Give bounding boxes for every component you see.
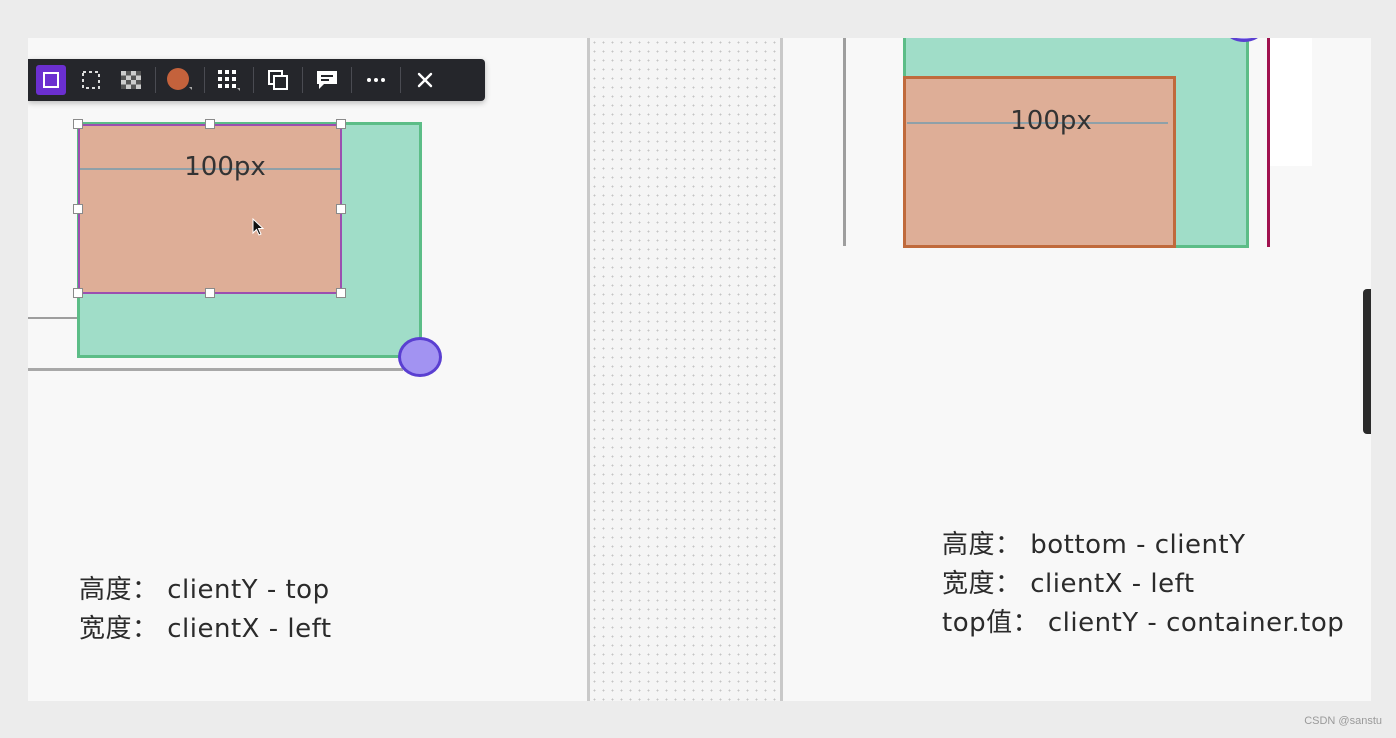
selection-handle-ml[interactable]: [73, 204, 83, 214]
formula-height-right: 高度： bottom - clientY: [942, 530, 1246, 560]
resize-drag-handle[interactable]: [398, 337, 442, 377]
selection-handle-tm[interactable]: [205, 119, 215, 129]
fill-color-icon[interactable]: [160, 59, 200, 101]
rectangle-select-icon[interactable]: [36, 65, 66, 95]
formula-width-right: 宽度： clientX - left: [942, 569, 1195, 599]
grid-icon[interactable]: [209, 59, 249, 101]
guide-line-vertical-right: [1267, 38, 1270, 247]
guide-line-lower: [28, 368, 403, 371]
selection-handle-br[interactable]: [336, 288, 346, 298]
right-formula-block: 高度： bottom - clientY 宽度： clientX - left …: [942, 526, 1344, 643]
selection-handle-tl[interactable]: [73, 119, 83, 129]
width-measure-label-right: 100px: [1010, 106, 1092, 136]
dotted-divider-strip: [587, 38, 783, 701]
more-icon[interactable]: [356, 59, 396, 101]
vertical-scrollbar[interactable]: [1363, 289, 1371, 434]
selection-handle-bl[interactable]: [73, 288, 83, 298]
mouse-cursor-icon: [252, 218, 265, 236]
selected-box-orange[interactable]: [78, 124, 342, 294]
toolbar-divider: [351, 67, 352, 93]
width-measure-line: [80, 168, 340, 170]
selection-handle-mr[interactable]: [336, 204, 346, 214]
formula-height-left: 高度： clientY - top: [79, 575, 330, 605]
selection-handle-bm[interactable]: [205, 288, 215, 298]
width-measure-label: 100px: [184, 152, 266, 182]
width-measure-line-right: [907, 122, 1168, 124]
watermark: CSDN @sanstu: [1304, 715, 1382, 727]
duplicate-icon[interactable]: [258, 59, 298, 101]
comment-icon[interactable]: [307, 59, 347, 101]
toolbar-divider: [155, 67, 156, 93]
toolbar-divider: [302, 67, 303, 93]
close-icon[interactable]: [405, 59, 445, 101]
guide-line-upper: [28, 317, 78, 319]
toolbar-divider: [204, 67, 205, 93]
left-formula-block: 高度： clientY - top 宽度： clientX - left: [79, 571, 332, 649]
floating-toolbar: [28, 59, 485, 101]
canvas-frame: 100px: [28, 38, 1371, 701]
formula-width-left: 宽度： clientX - left: [79, 614, 332, 644]
marquee-select-icon[interactable]: [71, 59, 111, 101]
toolbar-divider: [253, 67, 254, 93]
formula-top-right: top值： clientY - container.top: [942, 608, 1345, 638]
toolbar-divider: [400, 67, 401, 93]
side-panel-light: [1270, 38, 1312, 166]
resized-box-orange[interactable]: [903, 76, 1176, 248]
guide-line-vertical-left: [843, 38, 846, 246]
selection-handle-tr[interactable]: [336, 119, 346, 129]
transparency-icon[interactable]: [111, 59, 151, 101]
